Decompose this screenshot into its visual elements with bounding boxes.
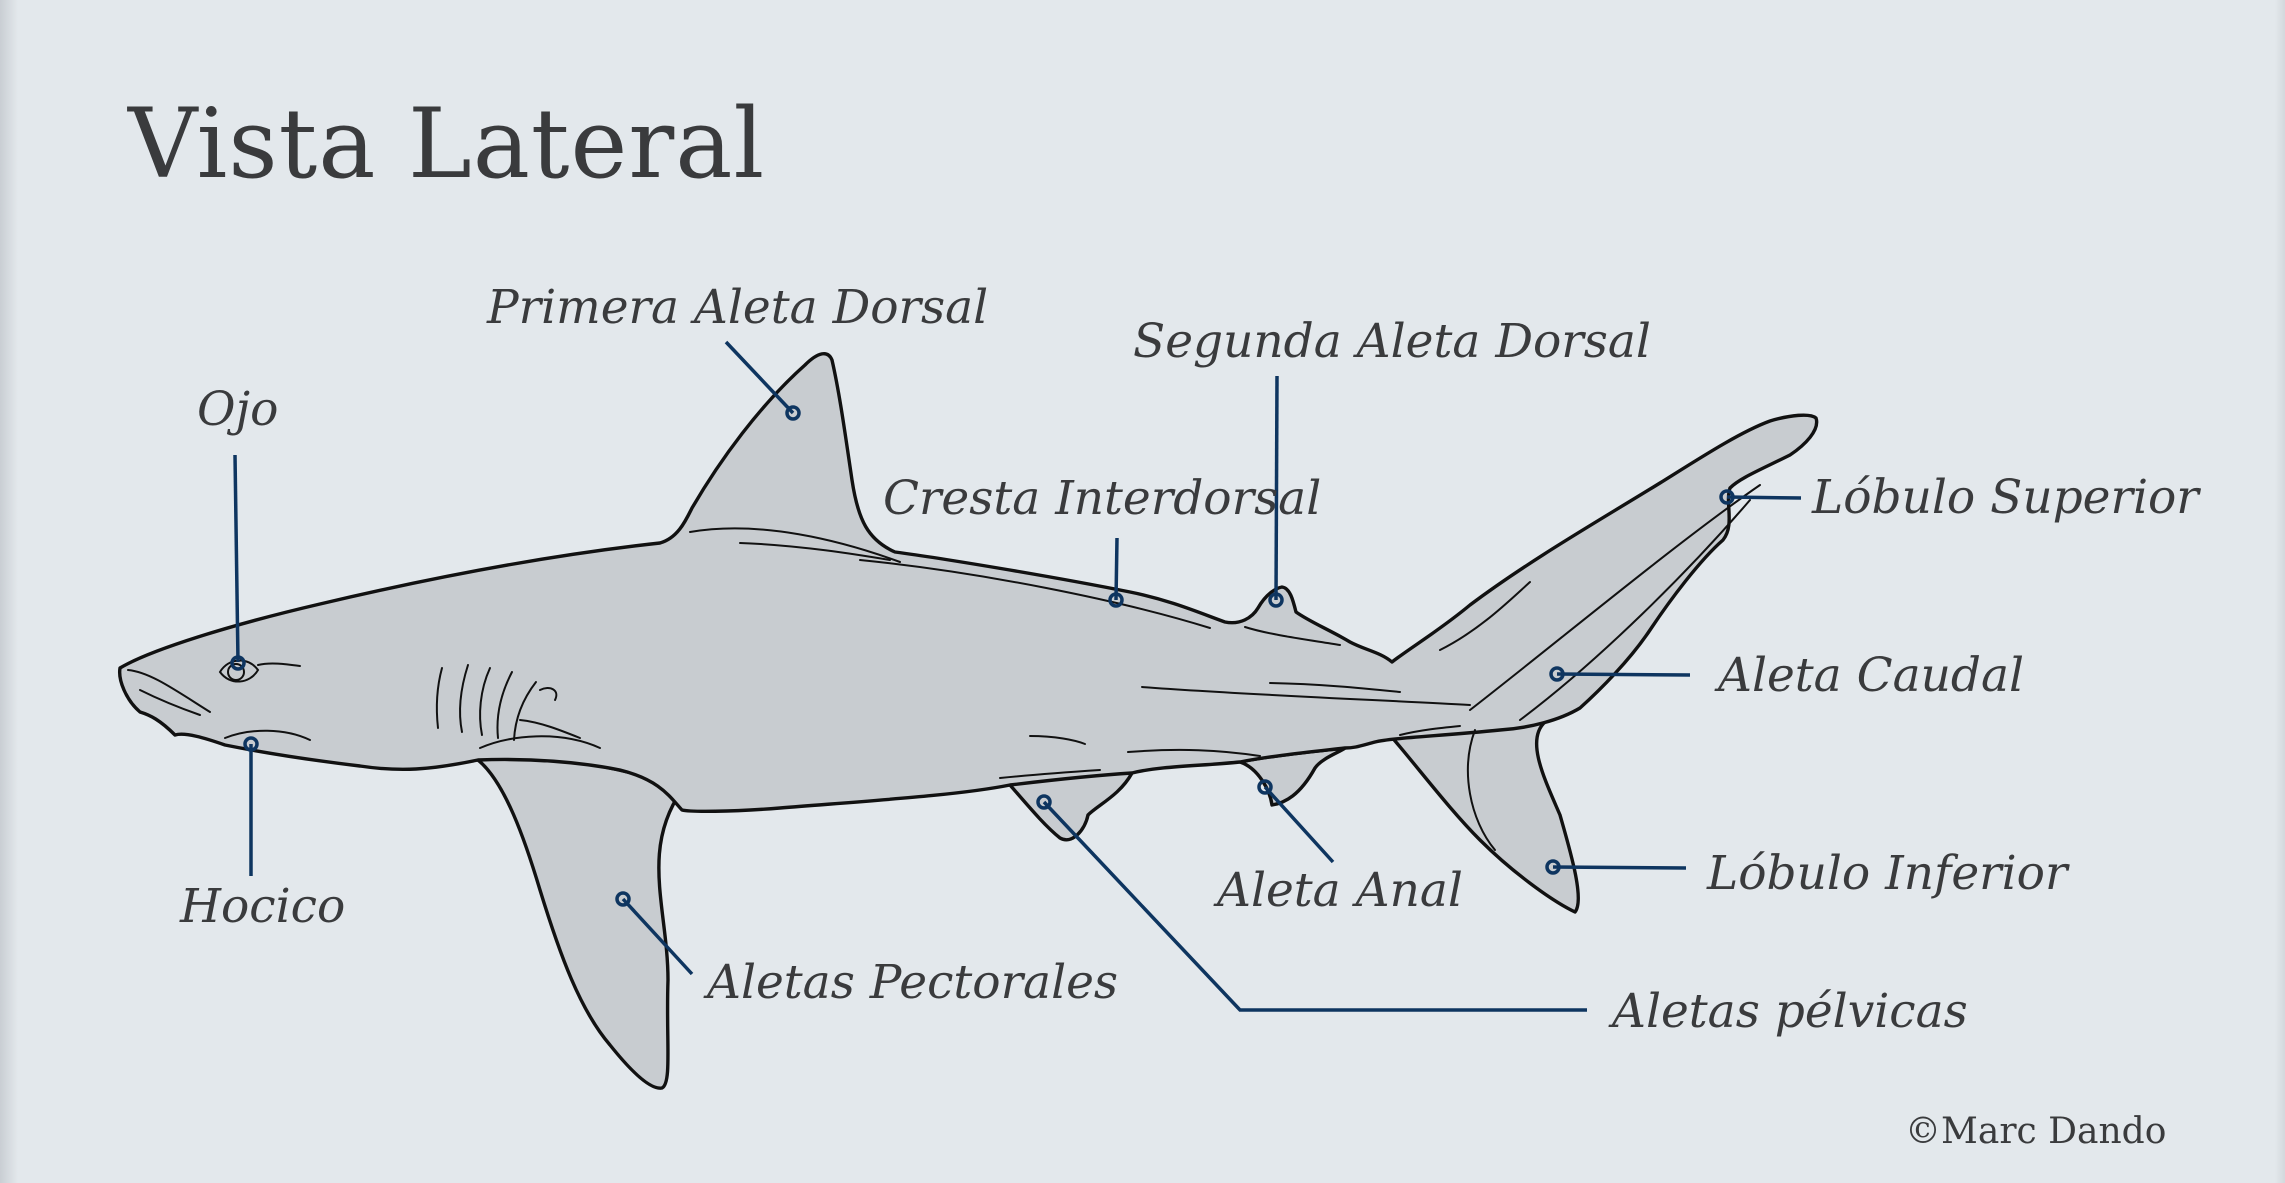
leader-hocico (245, 738, 257, 876)
label-aleta-anal: Aleta Anal (1213, 863, 1463, 918)
label-lobulo-inferior: Lóbulo Inferior (1706, 846, 2070, 901)
label-cresta-interdorsal: Cresta Interdorsal (883, 471, 1321, 526)
label-segunda-aleta-dorsal: Segunda Aleta Dorsal (1133, 314, 1651, 369)
label-hocico: Hocico (179, 879, 345, 934)
label-primera-aleta-dorsal: Primera Aleta Dorsal (486, 280, 988, 335)
leader-cresta-interdorsal (1110, 538, 1122, 606)
label-aleta-caudal: Aleta Caudal (1714, 648, 2024, 703)
label-aletas-pelvicas: Aletas pélvicas (1608, 984, 1968, 1039)
copyright-credit: ©Marc Dando (1905, 1111, 2166, 1152)
leader-lobulo-superior (1721, 491, 1801, 503)
label-ojo: Ojo (197, 382, 278, 437)
label-lobulo-superior: Lóbulo Superior (1811, 470, 2201, 525)
pectoral-fin (478, 758, 682, 1088)
label-aletas-pectorales: Aletas Pectorales (703, 955, 1118, 1010)
shark-body (120, 354, 1817, 812)
